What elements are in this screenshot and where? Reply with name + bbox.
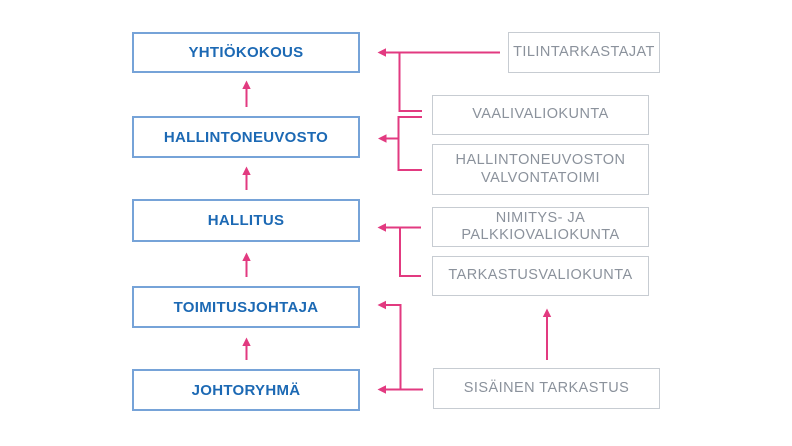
arrow-hallintoneuvosto-to-yhtiokokous [242,80,251,107]
connector-valiokunnat-hallitus [377,223,421,277]
arrow-johtoryhma-to-toimitusjohtaja [242,337,251,360]
node-hallintoneuvoston-valvontatoimi: HALLINTONEUVOSTON VALVONTATOIMI [432,144,649,195]
arrow-toimitusjohtaja-to-hallitus [242,252,251,277]
arrow-hallitus-to-hallintoneuvosto [242,166,251,190]
arrow-sisainen-tarkastus-tarkastusvaliokunta [542,308,552,360]
node-hallintoneuvosto: HALLINTONEUVOSTO [132,116,360,158]
node-sisainen-tarkastus: SISÄINEN TARKASTUS [433,368,660,409]
node-toimitusjohtaja: TOIMITUSJOHTAJA [132,286,360,328]
node-yhtiokokous: YHTIÖKOKOUS [132,32,360,73]
node-tarkastusvaliokunta: TARKASTUSVALIOKUNTA [432,256,649,296]
node-vaalivaliokunta: VAALIVALIOKUNTA [432,95,649,135]
node-tilintarkastajat: TILINTARKASTAJAT [508,32,660,73]
node-hallitus: HALLITUS [132,199,360,242]
connector-valiokunnat-hallintoneuvosto [378,116,422,171]
connector-tilintarkastajat-yhtiokokous [377,48,500,112]
node-johtoryhma: JOHTORYHMÄ [132,369,360,411]
node-nimitys-ja-palkkiovaliokunta: NIMITYS- JA PALKKIOVALIOKUNTA [432,207,649,247]
connector-sisainen-tarkastus-johto [377,300,423,394]
